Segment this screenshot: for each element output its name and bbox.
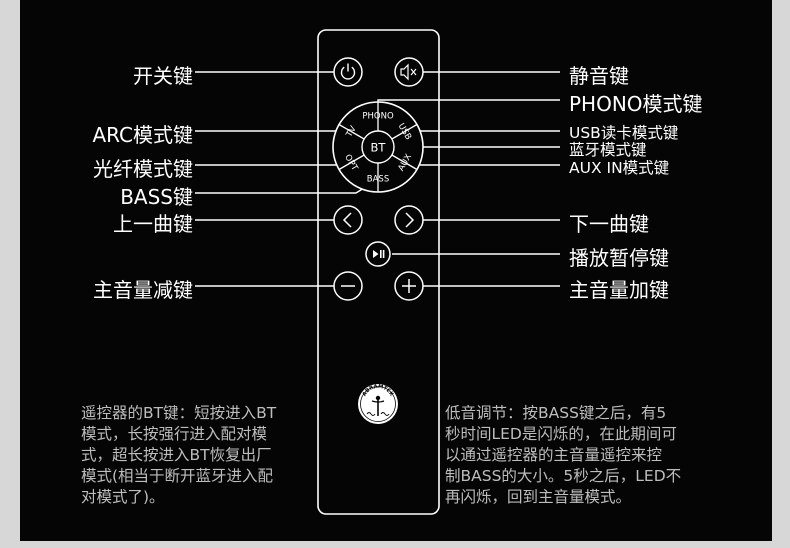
note-right-line: 以通过遥控器的主音量遥控来控 [445, 446, 663, 464]
label-voldown-key: 主音量减键 [93, 278, 193, 302]
label-mute-key: 静音键 [569, 64, 629, 88]
note-bass-adjust: 低音调节：按BASS键之后，有5 秒时间LED是闪烁的，在此期间可 以通过遥控器… [445, 403, 681, 508]
note-left-line: 式，超长按进入BT恢复出厂 [81, 446, 272, 464]
chevron-left-icon [342, 212, 352, 228]
play-pause-button[interactable] [365, 241, 391, 267]
volume-up-button[interactable] [394, 271, 424, 301]
volume-down-button[interactable] [333, 271, 363, 301]
chevron-right-icon [405, 212, 415, 228]
note-left-line: 模式，长按强行进入配对模 [81, 425, 268, 443]
label-power-key: 开关键 [133, 64, 193, 88]
remote-body [317, 29, 440, 515]
prev-button[interactable] [333, 205, 363, 235]
note-left-line: 对模式了)。 [81, 488, 165, 506]
note-right-line: 再闪烁，回到主音量模式。 [445, 488, 632, 506]
leader-bass [195, 182, 373, 194]
power-button[interactable] [333, 57, 363, 87]
label-bass-key: BASS键 [120, 185, 193, 209]
label-play-key: 播放暂停键 [569, 246, 669, 270]
note-right-line: 低音调节：按BASS键之后，有5 [445, 404, 667, 422]
note-left-line: 遥控器的BT键：短按进入BT [81, 404, 277, 422]
mute-icon [400, 63, 417, 81]
note-bt-key: 遥控器的BT键：短按进入BT 模式，长按强行进入配对模 式，超长按进入BT恢复出… [81, 403, 276, 508]
mode-dial: BT PHONO USB AUX BASS OPT TV [332, 101, 424, 193]
plus-icon [402, 279, 416, 293]
note-right-line: 制BASS的大小。5秒之后，LED不 [445, 467, 682, 485]
play-pause-icon [373, 250, 385, 258]
label-bt-key: 蓝牙模式键 [569, 141, 647, 159]
mute-button[interactable] [394, 57, 424, 87]
dial-phono-button[interactable]: PHONO [362, 112, 394, 122]
label-arc-key: ARC模式键 [92, 123, 193, 147]
abramtek-logo: ABRAMTEK [358, 384, 398, 424]
label-opt-key: 光纤模式键 [93, 157, 193, 181]
dial-bt-button[interactable]: BT [371, 141, 387, 155]
label-aux-key: AUX IN模式键 [569, 159, 670, 177]
dial-bass-button[interactable]: BASS [367, 175, 389, 185]
next-button[interactable] [394, 205, 424, 235]
note-right-line: 秒时间LED是闪烁的，在此期间可 [445, 425, 677, 443]
note-left-line: 模式(相当于断开蓝牙进入配 [81, 467, 274, 485]
diagram-frame [20, 0, 772, 541]
label-phono-key: PHONO模式键 [569, 92, 703, 116]
label-next-key: 下一曲键 [569, 212, 649, 236]
label-prev-key: 上一曲键 [113, 212, 193, 236]
power-icon [340, 63, 356, 80]
leader-phono [377, 99, 560, 104]
label-usb-key: USB读卡模式键 [569, 124, 679, 142]
label-volup-key: 主音量加键 [569, 278, 669, 302]
